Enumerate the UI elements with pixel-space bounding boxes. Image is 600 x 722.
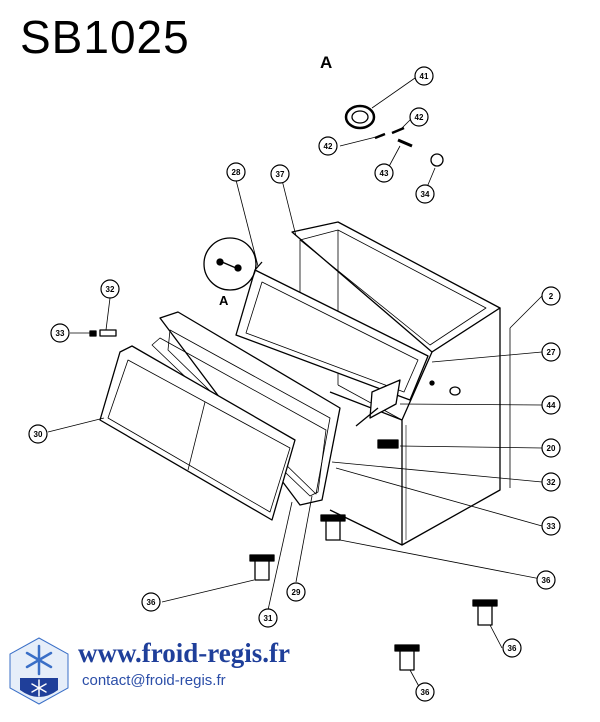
callout-33-left: 33 <box>50 323 70 343</box>
contact-email-link[interactable]: contact@froid-regis.fr <box>82 672 226 689</box>
callout-32-left: 32 <box>100 279 120 299</box>
callout-28: 28 <box>226 162 246 182</box>
svg-text:36: 36 <box>147 598 156 607</box>
svg-text:36: 36 <box>421 688 430 697</box>
callout-2: 2 <box>541 286 561 306</box>
callout-27: 27 <box>541 342 561 362</box>
svg-text:41: 41 <box>420 72 429 81</box>
svg-text:36: 36 <box>542 576 551 585</box>
svg-text:20: 20 <box>547 444 556 453</box>
callout-30: 30 <box>28 424 48 444</box>
callout-36-right: 36 <box>536 570 556 590</box>
website-link[interactable]: www.froid-regis.fr <box>78 638 290 668</box>
svg-text:42: 42 <box>415 113 424 122</box>
callout-29: 29 <box>286 582 306 602</box>
snowflake-logo-icon <box>9 637 69 705</box>
callout-42-right: 42 <box>409 107 429 127</box>
svg-text:31: 31 <box>264 614 273 623</box>
callout-42-left: 42 <box>318 136 338 156</box>
svg-text:44: 44 <box>547 401 556 410</box>
callout-34: 34 <box>415 184 435 204</box>
view-label-top: A <box>320 53 332 72</box>
leader-lines <box>47 77 547 693</box>
svg-text:36: 36 <box>508 644 517 653</box>
svg-text:32: 32 <box>106 285 115 294</box>
feet <box>249 514 498 671</box>
callout-31: 31 <box>258 608 278 628</box>
svg-text:33: 33 <box>56 329 65 338</box>
callout-36-left: 36 <box>141 592 161 612</box>
divider-handle <box>355 379 401 427</box>
diagram-title: SB1025 <box>20 11 190 63</box>
callout-37: 37 <box>270 164 290 184</box>
callout-20: 20 <box>541 438 561 458</box>
svg-text:2: 2 <box>549 292 554 301</box>
hinge-detail <box>203 237 257 291</box>
svg-text:43: 43 <box>380 169 389 178</box>
view-label-detail: A <box>219 293 229 308</box>
callout-36-lower-right: 36 <box>502 638 522 658</box>
svg-text:34: 34 <box>421 190 430 199</box>
svg-text:27: 27 <box>547 348 556 357</box>
svg-text:37: 37 <box>276 170 285 179</box>
svg-text:30: 30 <box>34 430 43 439</box>
callout-36-bottom: 36 <box>415 682 435 702</box>
callout-33-right: 33 <box>541 516 561 536</box>
callout-43: 43 <box>374 163 394 183</box>
svg-text:32: 32 <box>547 478 556 487</box>
callout-32-right: 32 <box>541 472 561 492</box>
svg-text:28: 28 <box>232 168 241 177</box>
callout-41: 41 <box>414 66 434 86</box>
svg-text:29: 29 <box>292 588 301 597</box>
svg-text:33: 33 <box>547 522 556 531</box>
lid-frame <box>235 261 429 401</box>
svg-text:42: 42 <box>324 142 333 151</box>
front-panel <box>99 345 296 521</box>
callout-44: 44 <box>541 395 561 415</box>
